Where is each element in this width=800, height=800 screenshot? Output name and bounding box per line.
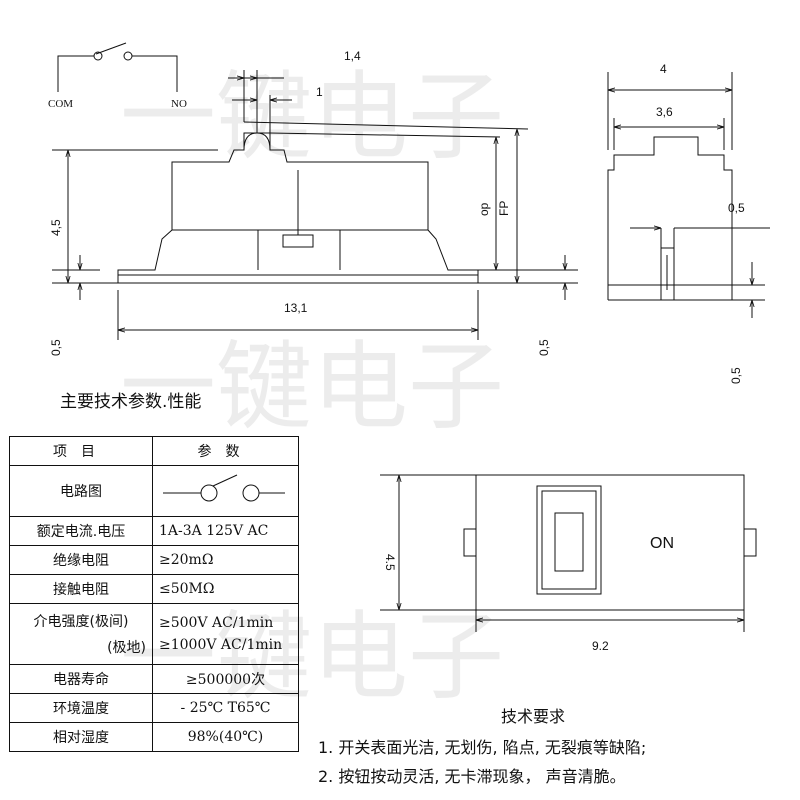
- dim-9-2: 9.2: [592, 639, 609, 653]
- table-header-row: 项目 参数: [9, 436, 299, 466]
- dim-0-5-base: 0,5: [729, 367, 743, 384]
- dim-0-5-right: 0,5: [537, 339, 551, 356]
- dim-0-5-slot: 0,5: [728, 201, 745, 215]
- side-view: COM NO: [48, 42, 578, 356]
- row-label-sub: (极地): [107, 640, 146, 656]
- table-row: 环境温度 - 25℃ T65℃: [9, 693, 299, 723]
- watermark-text-2: 一键电子: [120, 331, 504, 443]
- row-label: 环境温度: [9, 693, 153, 723]
- spec-section-title: 主要技术参数.性能: [60, 392, 202, 412]
- circuit-diagram: [152, 465, 299, 517]
- circuit-switch-icon: [163, 474, 285, 502]
- row-label: 绝缘电阻: [9, 545, 153, 575]
- row-value-dielectric: ≥500V AC/1min ≥1000V AC/1min: [152, 603, 299, 665]
- row-value-sub: ≥1000V AC/1min: [159, 637, 283, 653]
- dim-fp: FP: [497, 201, 511, 216]
- on-mark: ON: [650, 535, 674, 552]
- row-label-dielectric: 介电强度(极间) (极地): [9, 603, 153, 665]
- dim-13-1: 13,1: [284, 301, 308, 315]
- top-body-outline: [475, 474, 745, 611]
- tech-requirements-title: 技术要求: [500, 707, 565, 726]
- dim-1: 1: [316, 85, 323, 99]
- spec-table: 项目 参数 电路图 额定电流.电压 1A-3A 125V AC 绝缘电阻 ≥20…: [9, 436, 299, 752]
- row-label: 接触电阻: [9, 574, 153, 604]
- end-body-outline: [607, 136, 733, 301]
- dim-op: op: [477, 202, 491, 216]
- row-value: 1A-3A 125V AC: [152, 516, 299, 546]
- table-row: 接触电阻 ≤50MΩ: [9, 574, 299, 604]
- table-row: 电器寿命 ≥500000次: [9, 664, 299, 694]
- row-label: 电器寿命: [9, 664, 153, 694]
- table-row: 相对湿度 98%(40℃): [9, 722, 299, 752]
- dim-1-4: 1,4: [344, 49, 361, 63]
- tech-requirement-item: 1. 开关表面光洁, 无划伤, 陷点, 无裂痕等缺陷;: [318, 738, 647, 757]
- header-param: 参数: [152, 436, 299, 466]
- row-value: ≤50MΩ: [152, 574, 299, 604]
- row-label: 额定电流.电压: [9, 516, 153, 546]
- com-label: COM: [48, 98, 73, 110]
- dim-4-5: 4,5: [49, 219, 63, 236]
- switch-symbol-icon: [57, 42, 178, 92]
- tech-requirements: 技术要求 1. 开关表面光洁, 无划伤, 陷点, 无裂痕等缺陷; 2. 按钮按动…: [318, 703, 788, 791]
- table-row: 绝缘电阻 ≥20mΩ: [9, 545, 299, 575]
- row-label-circuit: 电路图: [9, 465, 153, 517]
- row-value: ≥500000次: [152, 664, 299, 694]
- table-row: 电路图: [9, 465, 299, 517]
- tech-requirement-item: 2. 按钮按动灵活, 无卡滞现象， 声音清脆。: [318, 767, 626, 786]
- top-view: 4.5 9.2 ON: [380, 474, 757, 653]
- end-view: 4 3,6 0,5 0,5: [607, 62, 770, 384]
- header-item: 项目: [9, 436, 153, 466]
- row-value: 98%(40℃): [152, 722, 299, 752]
- row-label: 相对湿度: [9, 722, 153, 752]
- table-row: 介电强度(极间) (极地) ≥500V AC/1min ≥1000V AC/1m…: [9, 603, 299, 665]
- row-value: ≥500V AC/1min: [159, 615, 274, 631]
- table-row: 额定电流.电压 1A-3A 125V AC: [9, 516, 299, 546]
- watermark-text-1: 一键电子: [120, 61, 504, 173]
- dim-0-5-left: 0,5: [49, 339, 63, 356]
- row-value: - 25℃ T65℃: [152, 693, 299, 723]
- dim-4-5-top: 4.5: [383, 554, 397, 571]
- dim-4: 4: [660, 62, 667, 76]
- row-value: ≥20mΩ: [152, 545, 299, 575]
- dim-3-6: 3,6: [656, 105, 673, 119]
- no-label: NO: [171, 98, 187, 110]
- row-label: 介电强度(极间): [33, 614, 129, 630]
